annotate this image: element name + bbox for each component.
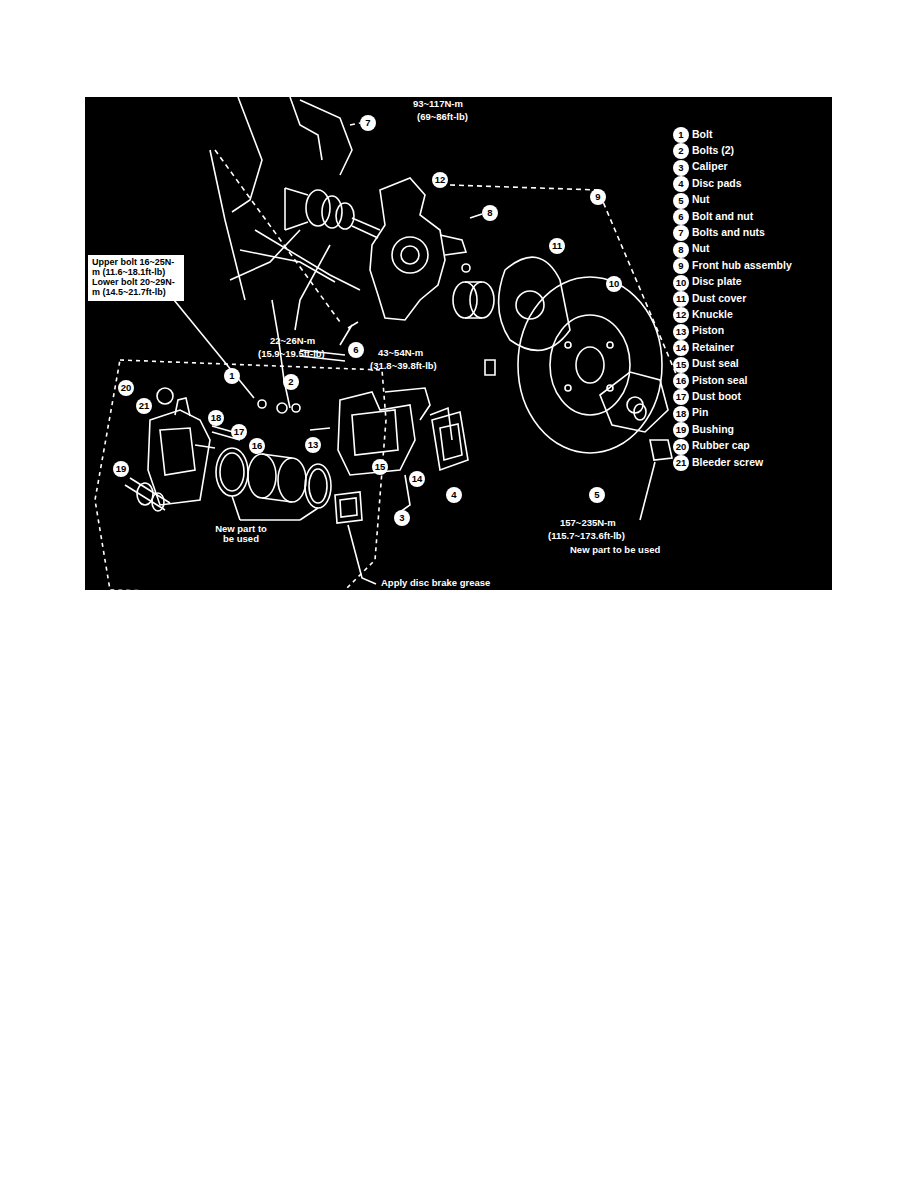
torque-value: 93~117N-m bbox=[413, 99, 463, 109]
callout-number: 12 bbox=[432, 172, 448, 188]
callout-number: 18 bbox=[208, 410, 224, 426]
callout-number: 7 bbox=[673, 225, 689, 241]
torque-spec-text: Upper bolt 16~25N-m (11.6~18.1ft-lb) bbox=[92, 258, 180, 278]
callout-number: 17 bbox=[673, 389, 689, 405]
torque-value: (15.9~19.5ft-lb) bbox=[258, 349, 325, 359]
torque-value: 22~26N-m bbox=[270, 336, 315, 346]
callout-number: 20 bbox=[118, 380, 134, 396]
part-name: Disc pads bbox=[692, 178, 742, 190]
note-text: 157~235N-m bbox=[560, 518, 616, 528]
callout-number: 19 bbox=[673, 422, 689, 438]
callout-number: 16 bbox=[673, 373, 689, 389]
torque-value: (31.8~39.8ft-lb) bbox=[370, 361, 437, 371]
note-text: (115.7~173.6ft-lb) bbox=[548, 531, 625, 541]
note-text: New part to be used bbox=[570, 545, 660, 555]
callout-number: 13 bbox=[673, 324, 689, 340]
callout-number: 11 bbox=[549, 238, 565, 254]
callout-number: 12 bbox=[673, 307, 689, 323]
part-name: Pin bbox=[692, 407, 708, 419]
part-name: Caliper bbox=[692, 161, 728, 173]
part-name: Front hub assembly bbox=[692, 260, 792, 272]
callout-number: 5 bbox=[673, 193, 689, 209]
callout-number: 19 bbox=[113, 461, 129, 477]
callout-number: 13 bbox=[305, 437, 321, 453]
torque-value: (69~86ft-lb) bbox=[417, 112, 468, 122]
part-name: Disc plate bbox=[692, 276, 742, 288]
callout-number: 15 bbox=[372, 459, 388, 475]
part-name: Piston seal bbox=[692, 375, 747, 387]
part-name: Bleeder screw bbox=[692, 457, 763, 469]
callout-number: 4 bbox=[673, 176, 689, 192]
torque-spec-box: Upper bolt 16~25N-m (11.6~18.1ft-lb)Lowe… bbox=[88, 255, 184, 301]
part-name: Bolt and nut bbox=[692, 211, 753, 223]
callout-number: 14 bbox=[409, 471, 425, 487]
callout-number: 10 bbox=[673, 275, 689, 291]
part-name: Dust cover bbox=[692, 293, 746, 305]
callout-number: 8 bbox=[482, 205, 498, 221]
part-name: Nut bbox=[692, 194, 710, 206]
part-name: Bushing bbox=[692, 424, 734, 436]
callout-number: 11 bbox=[673, 291, 689, 307]
callout-number: 20 bbox=[673, 439, 689, 455]
note-text: New part to be used bbox=[210, 524, 272, 545]
callout-number: 7 bbox=[360, 115, 376, 131]
callout-number: 6 bbox=[348, 342, 364, 358]
part-name: Bolt bbox=[692, 129, 712, 141]
callout-number: 1 bbox=[224, 368, 240, 384]
callout-number: 21 bbox=[136, 398, 152, 414]
callout-number: 9 bbox=[673, 258, 689, 274]
torque-value: 43~54N-m bbox=[378, 348, 423, 358]
part-name: Bolts (2) bbox=[692, 145, 734, 157]
part-name: Bolts and nuts bbox=[692, 227, 765, 239]
callout-number: 17 bbox=[231, 424, 247, 440]
note-text: Apply disc brake grease bbox=[381, 578, 490, 588]
callout-number: 10 bbox=[606, 276, 622, 292]
callout-number: 8 bbox=[673, 242, 689, 258]
callout-number: 9 bbox=[590, 189, 606, 205]
callout-number: 1 bbox=[673, 127, 689, 143]
callout-number: 3 bbox=[394, 510, 410, 526]
part-name: Dust boot bbox=[692, 391, 741, 403]
part-name: Dust seal bbox=[692, 358, 739, 370]
callout-number: 5 bbox=[589, 487, 605, 503]
callout-number: 14 bbox=[673, 340, 689, 356]
part-name: Knuckle bbox=[692, 309, 733, 321]
callout-number: 4 bbox=[446, 487, 462, 503]
callout-number: 18 bbox=[673, 406, 689, 422]
callout-number: 3 bbox=[673, 160, 689, 176]
callout-number: 15 bbox=[673, 357, 689, 373]
callout-number: 16 bbox=[249, 438, 265, 454]
part-name: Retainer bbox=[692, 342, 734, 354]
callout-number: 6 bbox=[673, 209, 689, 225]
callout-number: 2 bbox=[673, 143, 689, 159]
callout-number: 2 bbox=[283, 374, 299, 390]
part-name: Nut bbox=[692, 243, 710, 255]
callout-number: 21 bbox=[673, 455, 689, 471]
part-name: Rubber cap bbox=[692, 440, 750, 452]
torque-spec-text: Lower bolt 20~29N-m (14.5~21.7ft-lb) bbox=[92, 278, 180, 298]
part-name: Piston bbox=[692, 325, 724, 337]
